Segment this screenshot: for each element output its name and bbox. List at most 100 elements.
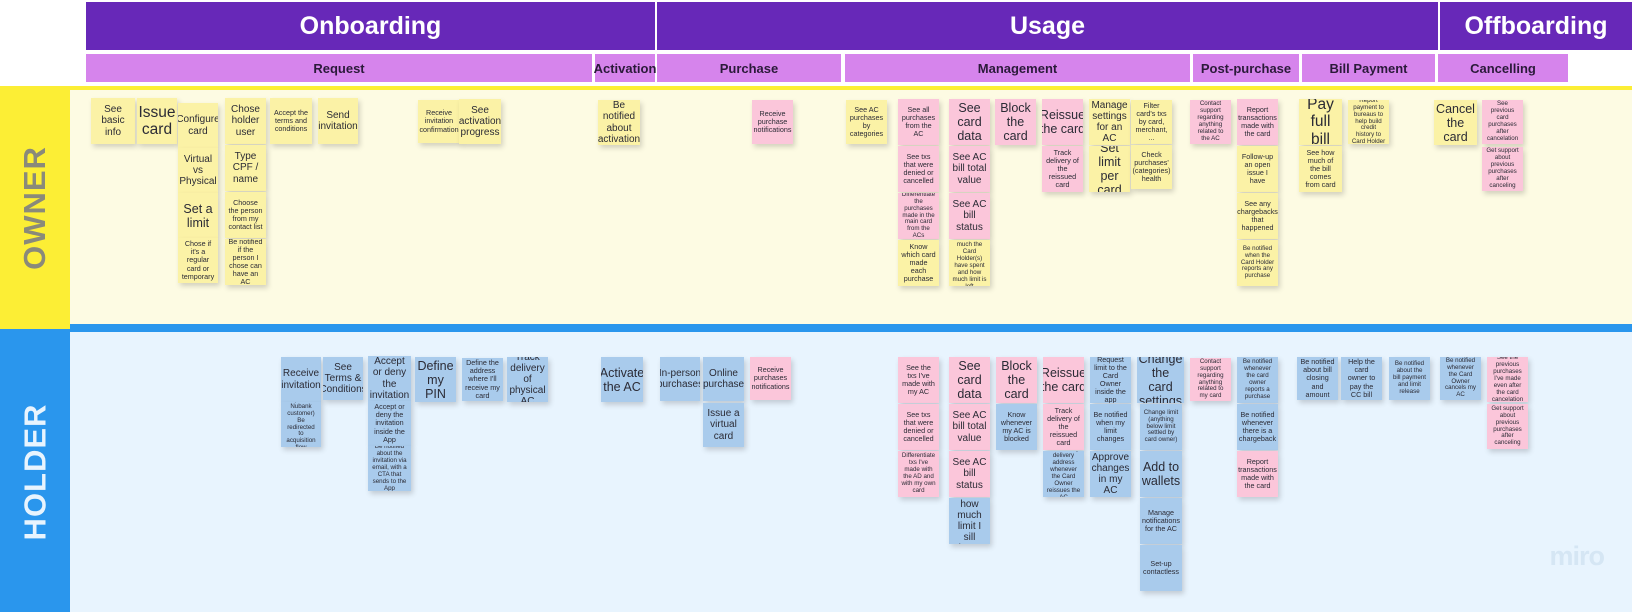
sticky-note[interactable]: Contact support regarding anything relat… [1190,100,1231,144]
sticky-note[interactable]: Filter card's txs by card, merchant, ... [1131,100,1172,144]
sticky-note[interactable]: Cancel the card [1434,100,1477,145]
sticky-note[interactable]: Change the card settings [1137,357,1184,403]
phase-header[interactable]: Offboarding [1440,2,1632,50]
sticky-note[interactable]: Pay full bill [1299,99,1342,145]
sticky-note[interactable]: Be notified when my limit changes [1090,404,1131,450]
sticky-note[interactable]: Report transactions made with the card [1237,451,1278,497]
sticky-note[interactable]: Be notified when the Card Holder reports… [1237,240,1278,286]
sticky-note[interactable]: Differentiate the purchases made in the … [898,193,939,239]
sticky-note[interactable]: Be notified about activation [598,100,640,145]
sticky-note[interactable]: Contact support regarding anything relat… [1190,358,1231,401]
sticky-note[interactable]: Set-up contactless [1140,545,1182,591]
sticky-note[interactable]: See AC purchases by categories [846,100,887,144]
sticky-note[interactable]: Chose holder user [225,98,266,144]
sticky-note[interactable]: Virtual vs Physical [178,148,218,193]
sticky-note[interactable]: Manage notifications for the AC [1140,498,1182,544]
sticky-note[interactable]: Follow-up an open issue I have [1237,146,1278,192]
sticky-note[interactable]: See how much of the bill comes from card [1299,146,1342,192]
sticky-note[interactable]: Change limit (anything below limit settl… [1140,404,1182,450]
phase-header[interactable]: Onboarding [86,2,655,50]
sticky-note[interactable]: See previous card purchases after cancel… [1482,100,1523,144]
sticky-note[interactable]: Be notified about bill closing and amoun… [1297,357,1338,400]
sticky-note[interactable]: Online purchase [703,357,744,401]
sticky-note[interactable]: See any chargebacks that happened [1237,193,1278,239]
lane-label-holder: HOLDER [0,332,70,612]
stage-header[interactable]: Management [845,54,1190,82]
sticky-note[interactable]: In-person purchases [660,357,700,401]
sticky-note[interactable]: Be notified whenever the card owner repo… [1237,357,1278,403]
sticky-note[interactable]: Define the address where I'll receive my… [462,358,503,401]
sticky-note[interactable]: Be notified about the invitation via ema… [368,446,411,491]
sticky-note[interactable]: See Terms & Conditions [323,357,363,400]
sticky-note[interactable]: Chose if it's a regular card or temporar… [178,238,218,283]
lane-label-holder-text: HOLDER [17,403,53,541]
sticky-note[interactable]: Block the card [996,357,1037,403]
sticky-note[interactable]: Help the card owner to pay the CC bill [1341,357,1382,400]
sticky-note[interactable]: Add to wallets [1140,451,1182,497]
sticky-note[interactable]: Issue a virtual card [703,403,744,447]
sticky-note[interactable]: See activation progress [459,99,501,144]
sticky-note[interactable]: Reissue the card [1043,357,1084,403]
sticky-note[interactable]: Issue card [137,98,177,144]
sticky-note[interactable]: Report payment to bureaus to help build … [1348,100,1389,144]
sticky-note[interactable]: Set limit per card [1089,146,1130,192]
sticky-note[interactable]: See card data [949,357,990,403]
sticky-note[interactable]: Block the card [995,99,1036,145]
sticky-note[interactable]: Report transactions made with the card [1237,99,1278,145]
sticky-note[interactable]: Approve changes in my AC [1090,451,1131,497]
sticky-note[interactable]: Define my PIN [415,357,456,402]
stage-header[interactable]: Request [86,54,592,82]
sticky-note[interactable]: Differentiate txs I've made with the AD … [898,451,939,497]
sticky-note[interactable]: Be notified whenever there is a chargeba… [1237,404,1278,450]
sticky-note[interactable]: Request limit to the Card Owner inside t… [1090,357,1131,403]
sticky-note[interactable]: Get support about previous purchases aft… [1487,404,1528,449]
sticky-note[interactable]: See the txs I've made with my AC [898,357,939,403]
sticky-note[interactable]: Track delivery of the reissued card [1042,146,1083,192]
sticky-note[interactable]: Track delivery of the reissued card [1043,404,1084,450]
stage-header[interactable]: Bill Payment [1302,54,1435,82]
sticky-note[interactable]: See AC bill total value [949,146,990,192]
sticky-note[interactable]: Get support about previous purchases aft… [1482,147,1523,191]
sticky-note[interactable]: Check purchases' (categories) health [1131,145,1172,189]
sticky-note[interactable]: See basic info [91,98,135,144]
sticky-note[interactable]: See all purchases from the AC [898,99,939,145]
owner-lane-divider [70,86,1632,90]
sticky-note[interactable]: Know which card made each purchase [898,240,939,286]
sticky-note[interactable]: Manage settings for an AC [1089,99,1130,145]
sticky-note[interactable]: Reissue the card [1042,99,1083,145]
sticky-note[interactable]: (non-Nubank customer) Be redirected to a… [281,402,321,447]
stage-header[interactable]: Cancelling [1438,54,1568,82]
sticky-note[interactable]: Type CPF / name [225,145,266,191]
sticky-note[interactable]: Activate the AC [601,357,643,402]
sticky-note[interactable]: Choose the person from my contact list [225,192,266,238]
sticky-note[interactable]: See AC bill status [949,193,990,239]
sticky-note[interactable]: Be notified if the person I chose can ha… [225,239,266,285]
sticky-note[interactable]: Accept the terms and conditions [270,98,312,144]
sticky-note[interactable]: Set a limit [178,193,218,238]
sticky-note[interactable]: Accept or deny the invitation inside the… [368,401,411,446]
sticky-note[interactable]: See txs that were denied or cancelled [898,404,939,450]
sticky-note[interactable]: See AC bill status [949,451,990,497]
sticky-note[interactable]: Receive purchase notifications [752,100,793,144]
sticky-note[interactable]: Be notified whenever the Card Owner canc… [1440,357,1481,400]
sticky-note[interactable]: See AC bill total value [949,404,990,450]
sticky-note[interactable]: See the previous purchases I've made eve… [1487,357,1528,402]
sticky-note[interactable]: Accept or deny the invitation [368,356,411,401]
sticky-note[interactable]: Be notified about the bill payment and l… [1389,357,1430,400]
stage-header[interactable]: Purchase [657,54,841,82]
sticky-note[interactable]: See card data [949,99,990,145]
sticky-note[interactable]: Receive purchases notifications [750,357,791,400]
sticky-note[interactable]: Track delivery of physical AC [507,357,548,402]
sticky-note[interactable]: Receive invitation confirmation [418,100,460,143]
stage-header[interactable]: Post-purchase [1193,54,1299,82]
sticky-note[interactable]: Know whenever my AC is blocked [996,404,1037,450]
sticky-note[interactable]: See txs that were denied or cancelled [898,146,939,192]
sticky-note[interactable]: Send invitation [318,98,358,144]
sticky-note[interactable]: See how much the Card Holder(s) have spe… [949,240,990,286]
sticky-note[interactable]: Confirm my delivery address whenever the… [1043,451,1084,497]
phase-header[interactable]: Usage [657,2,1438,50]
sticky-note[interactable]: Configure card [178,103,218,148]
sticky-note[interactable]: See how much limit I sill have [949,498,990,544]
stage-header[interactable]: Activation [594,54,656,82]
sticky-note[interactable]: Receive invitation [281,357,321,402]
